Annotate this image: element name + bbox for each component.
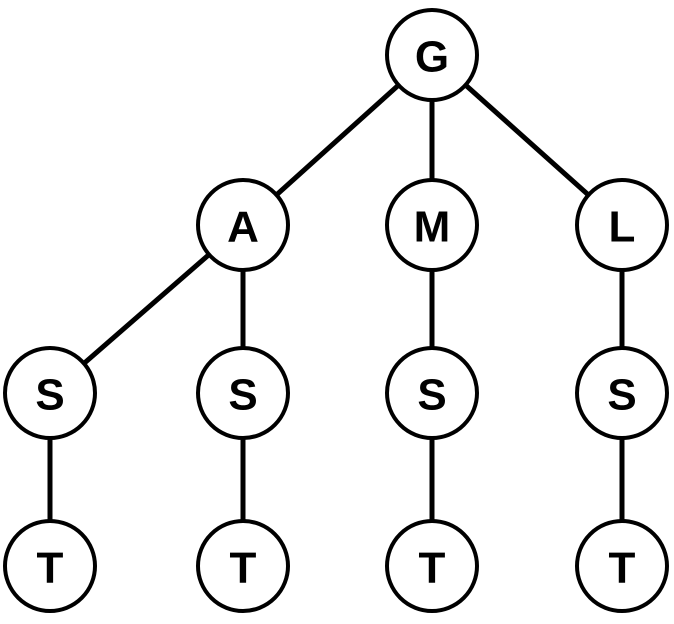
node-circle: [385, 8, 479, 102]
node-circle: [3, 519, 97, 613]
node-label: T: [37, 544, 64, 593]
tree-node-s2: S: [196, 346, 290, 440]
node-circle: [3, 346, 97, 440]
node-circle: [385, 346, 479, 440]
node-circle: [385, 519, 479, 613]
node-label: T: [419, 544, 446, 593]
tree-node-g: G: [385, 8, 479, 102]
node-circle: [196, 519, 290, 613]
tree-node-l: L: [575, 178, 669, 272]
edges-layer: [47, 52, 625, 569]
tree-node-t3: T: [385, 519, 479, 613]
node-label: G: [415, 33, 449, 82]
tree-node-t2: T: [196, 519, 290, 613]
node-circle: [575, 178, 669, 272]
node-label: S: [35, 371, 64, 420]
node-circle: [385, 178, 479, 272]
tree-node-t1: T: [3, 519, 97, 613]
tree-node-a: A: [196, 178, 290, 272]
node-circle: [196, 346, 290, 440]
node-label: A: [227, 203, 259, 252]
tree-node-m: M: [385, 178, 479, 272]
node-label: S: [607, 371, 636, 420]
node-circle: [575, 346, 669, 440]
nodes-layer: G A M L S S S S T T T T: [3, 8, 669, 613]
tree-node-s1: S: [3, 346, 97, 440]
node-circle: [196, 178, 290, 272]
node-circle: [575, 519, 669, 613]
tree-node-s3: S: [385, 346, 479, 440]
node-label: S: [228, 371, 257, 420]
node-label: T: [609, 544, 636, 593]
tree-node-t4: T: [575, 519, 669, 613]
node-label: L: [609, 203, 636, 252]
node-label: S: [417, 371, 446, 420]
node-label: M: [414, 203, 451, 252]
node-label: T: [230, 544, 257, 593]
tree-node-s4: S: [575, 346, 669, 440]
